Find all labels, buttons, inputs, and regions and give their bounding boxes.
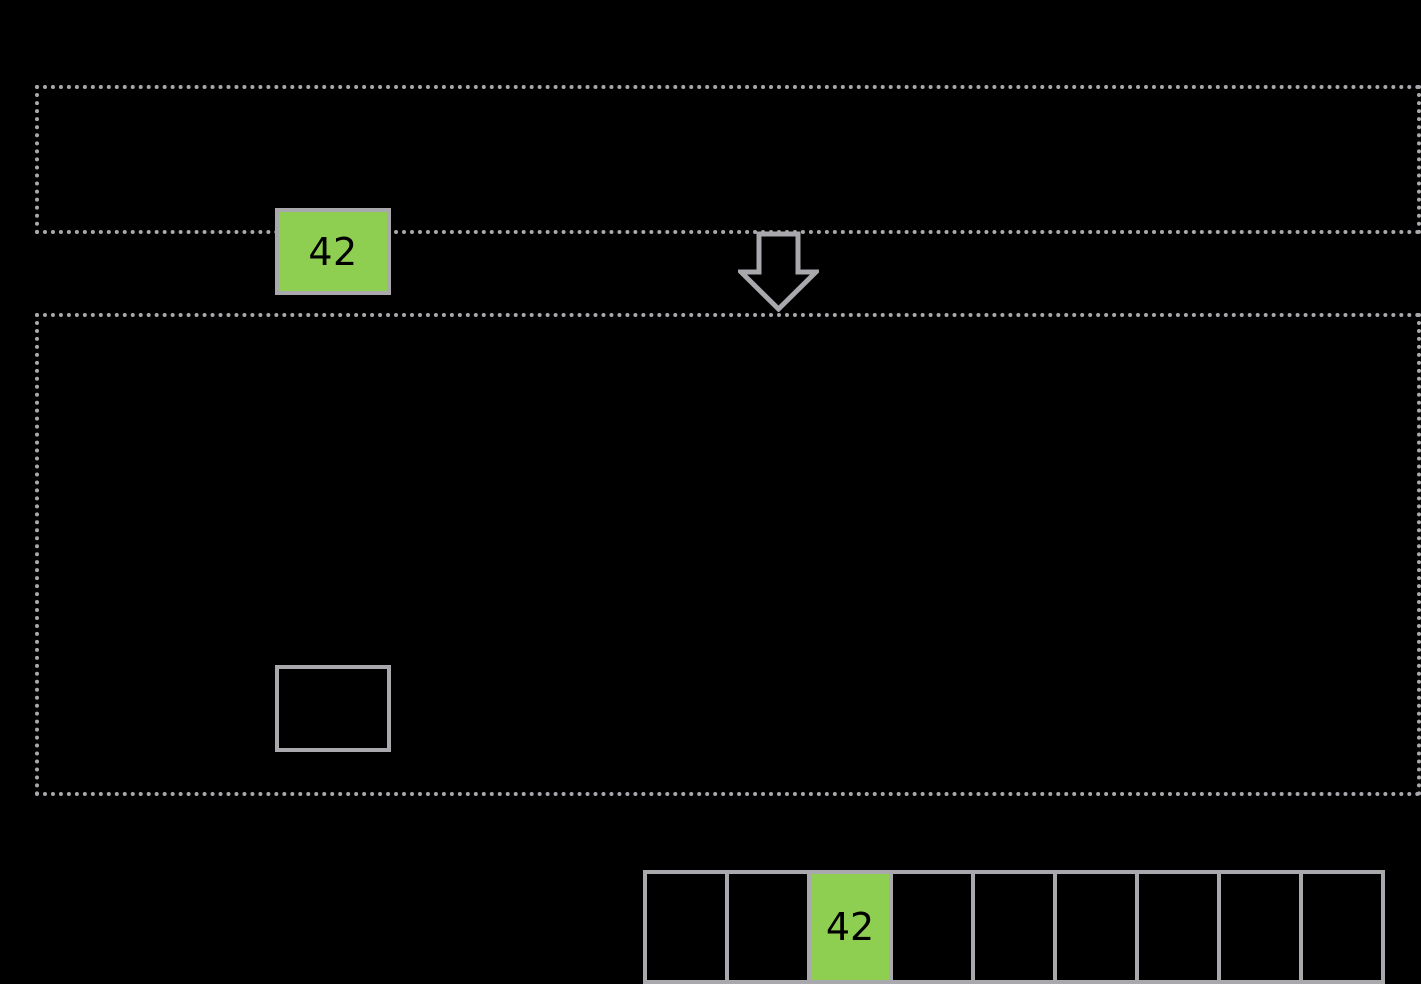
array-cell-5	[1053, 870, 1139, 984]
array-cell-7	[1217, 870, 1303, 984]
array-cell-6	[1135, 870, 1221, 984]
array-cell-4	[971, 870, 1057, 984]
array-cell-1	[725, 870, 811, 984]
after-variable-box	[275, 665, 391, 752]
array-cell-2: 42	[807, 870, 893, 984]
before-state-panel: 42	[35, 85, 1421, 295]
before-variable-box: 42	[275, 208, 391, 295]
array-cell-0	[643, 870, 729, 984]
visualization-stage: 42 42	[35, 85, 1421, 984]
array-container: 42	[643, 870, 1385, 984]
after-state-panel: 42	[35, 313, 1421, 984]
before-variable-value: 42	[308, 229, 358, 274]
array-cell-8	[1299, 870, 1385, 984]
arrow-down-icon	[738, 231, 819, 312]
array-cell-3	[889, 870, 975, 984]
array-cell-value: 42	[825, 905, 875, 949]
